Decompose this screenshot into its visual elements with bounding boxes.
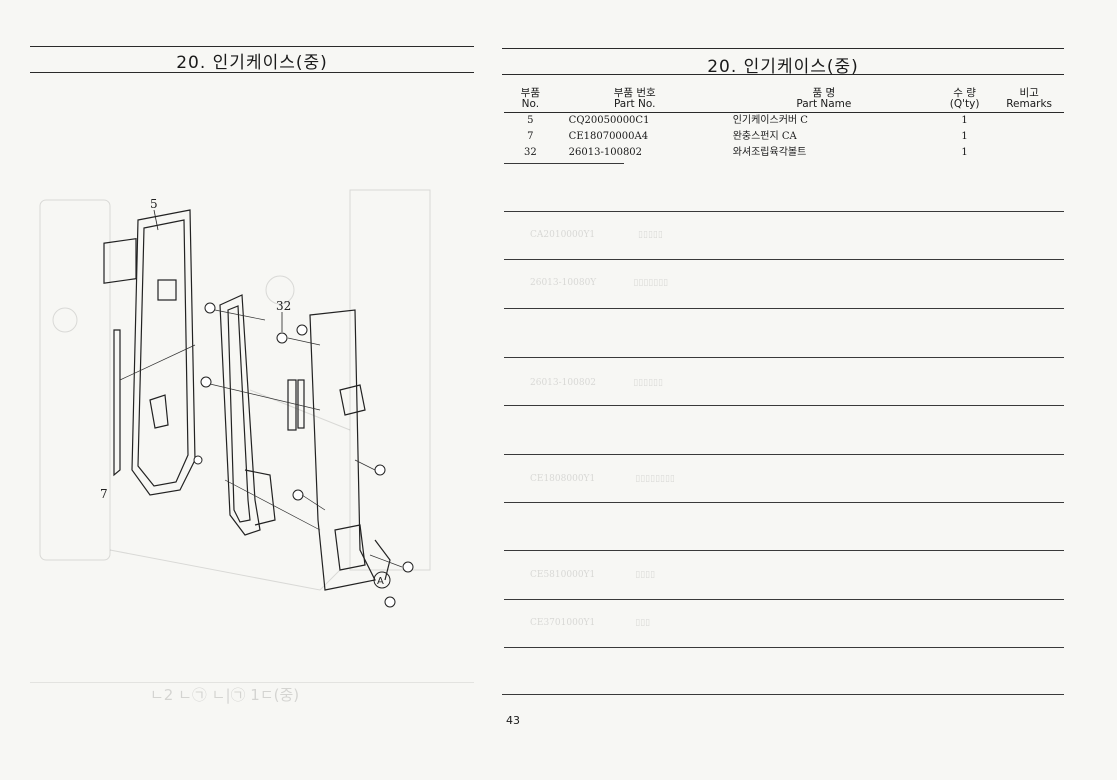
cell-qty: 1 [961,147,968,158]
cell-part-name: 와셔조립육각볼트 [732,147,807,158]
section-rule [504,357,1064,358]
bleed-through-row: 26013-100802 ▯▯▯▯▯▯ [530,378,663,388]
cell-remarks [994,113,1064,130]
bracket-plate-outline [219,294,276,536]
callout-7: 7 [100,487,108,501]
cell-no: 5 [527,115,534,126]
cell-qty: 1 [961,115,968,126]
cell-part-name: 완충스펀지 CA [732,131,797,142]
bleed-through-row: CE3701000Y1 ▯▯▯ [530,618,651,628]
right-plate-outline [287,309,391,591]
title-rule-top [30,46,474,47]
section-rule [504,405,1064,406]
cell-remarks [994,145,1064,161]
part-5-cover-outline [103,209,196,496]
table-end-rule [504,163,624,164]
bleed-through-rule [30,682,474,683]
cell-part-no: 26013-100802 [568,147,643,158]
page-number: 43 [506,714,520,727]
cell-qty: 1 [961,131,968,142]
section-rule [504,211,1064,212]
cell-part-no: CE18070000A4 [568,131,649,142]
bleed-through-text: ㄴ2 ㄴ㉠ ㄴ|㉠ 1ㄷ(중) [150,686,300,704]
section-rule [504,599,1064,600]
section-rule [504,308,1064,309]
cell-no: 32 [523,147,537,158]
callout-32: 32 [276,299,291,313]
bleed-through-row: CA2010000Y1 ▯▯▯▯▯ [530,230,663,240]
table-row: 5 CQ20050000C1 인기케이스커버 C 1 [504,113,1064,130]
page-title-left: 20. 인기케이스(중) [176,53,328,73]
table-row: 32 26013-100802 와셔조립육각볼트 1 [504,145,1064,161]
title-rule-bottom [30,72,474,73]
section-rule [504,647,1064,648]
section-rule [504,550,1064,551]
header-qty: 수 량(Q'ty) [935,88,995,113]
section-rule [504,502,1064,503]
cell-part-name: 인기케이스커버 C [732,115,808,126]
page-bottom-rule [502,694,1064,695]
table-row: 7 CE18070000A4 완충스펀지 CA 1 [504,129,1064,145]
bleed-through-row: CE5810000Y1 ▯▯▯▯ [530,570,656,580]
title-rule-bottom [502,74,1064,75]
bleed-through-row: 26013-10080Y ▯▯▯▯▯▯▯ [530,278,669,288]
bleed-through-row: CE1808000Y1 ▯▯▯▯▯▯▯▯ [530,474,675,484]
exploded-parts-diagram: 5 [39,189,431,608]
section-rule [504,454,1064,455]
cell-remarks [994,129,1064,145]
callout-5: 5 [150,197,158,211]
title-rule-top [502,48,1064,49]
page-title-right: 20. 인기케이스(중) [707,57,859,77]
left-page: 20. 인기케이스(중) ㄴ2 ㄴ㉠ ㄴ|㉠ 1ㄷ(중) 5 [0,0,490,780]
cell-part-no: CQ20050000C1 [568,115,650,126]
cell-no: 7 [527,131,534,142]
section-rule [504,259,1064,260]
bolts [193,302,414,608]
callout-a: A [377,576,384,587]
